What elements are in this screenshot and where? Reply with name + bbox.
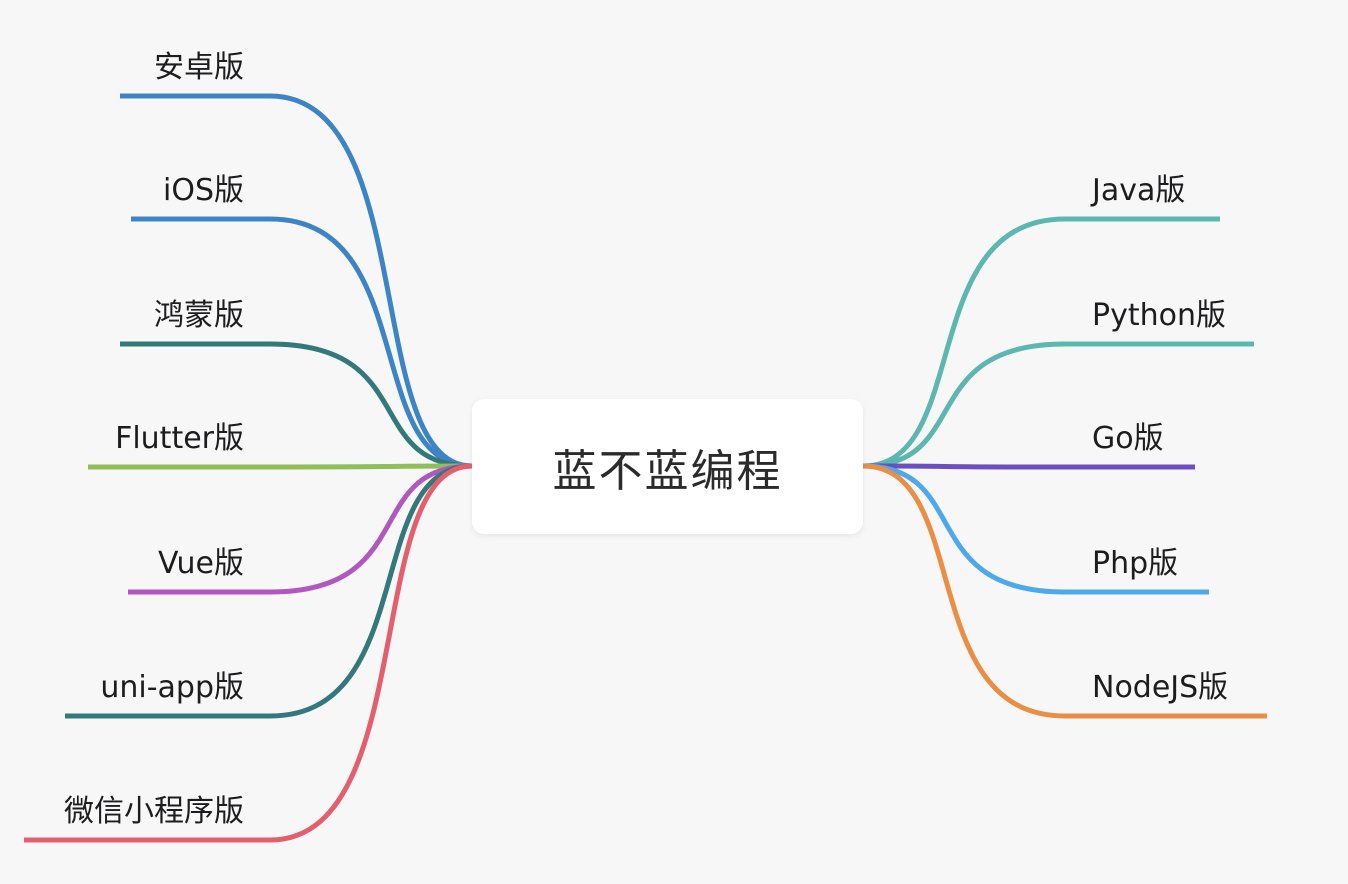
branch-connector-left-2 [120, 341, 473, 469]
branch-label-android[interactable]: 安卓版 [154, 50, 244, 85]
branch-label-uniapp[interactable]: uni-app版 [100, 670, 244, 705]
branch-label-python[interactable]: Python版 [1092, 298, 1226, 333]
root-node-title: 蓝不蓝编程 [552, 445, 783, 497]
branch-label-java[interactable]: Java版 [1092, 173, 1186, 208]
branch-label-harmonyos[interactable]: 鸿蒙版 [154, 298, 244, 333]
branch-connector-right-1 [862, 341, 1254, 469]
branch-label-ios[interactable]: iOS版 [163, 173, 244, 208]
branch-label-vue[interactable]: Vue版 [158, 546, 244, 581]
branch-label-go[interactable]: Go版 [1092, 421, 1164, 456]
branch-connector-left-1 [131, 216, 473, 469]
branch-label-php[interactable]: Php版 [1092, 546, 1179, 581]
branch-connector-right-2 [862, 463, 1195, 470]
branch-label-wechat-miniprogram[interactable]: 微信小程序版 [64, 794, 244, 829]
branch-connector-right-4 [862, 463, 1267, 719]
branch-label-nodejs[interactable]: NodeJS版 [1092, 670, 1229, 705]
branch-connector-left-4 [128, 463, 473, 595]
branch-connector-left-3 [88, 463, 473, 470]
branch-connector-right-0 [862, 216, 1220, 469]
root-node[interactable]: 蓝不蓝编程 [472, 399, 863, 534]
branch-connector-left-6 [24, 463, 473, 843]
branch-label-flutter[interactable]: Flutter版 [115, 421, 244, 456]
branch-connector-right-3 [862, 463, 1209, 595]
branch-connector-left-0 [120, 93, 473, 469]
branch-connector-left-5 [65, 463, 473, 719]
